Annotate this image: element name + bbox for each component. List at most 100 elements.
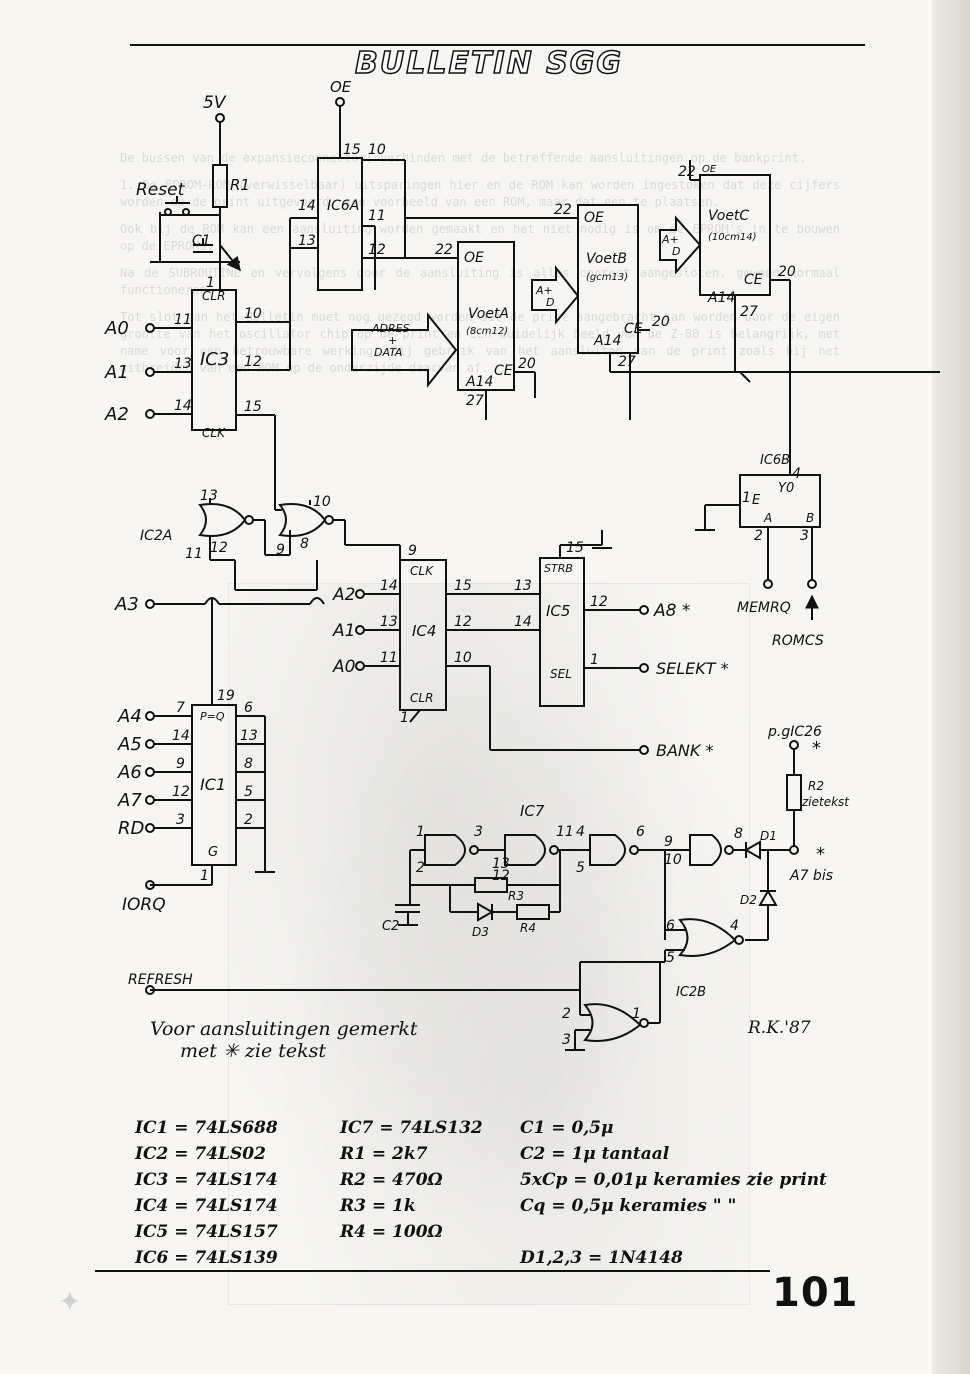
pin-label: 14 [298,198,316,214]
pg-ic26-label: p.gIC26 [767,724,822,740]
reset-contact [164,208,172,216]
ic1-pq-label: P=Q [200,710,225,723]
socket-b-size: (gcm13) [586,272,628,283]
note-line: Voor aansluitingen gemerkt [150,1018,418,1040]
socket-b [577,204,639,354]
a7-label: A7 [117,790,142,811]
ic5-label: IC5 [546,602,570,620]
ic6b-label: IC6B [760,453,790,468]
socket-c-a14: A14 [707,290,735,306]
part-entry: C2 = 1μ tantaal [520,1144,670,1164]
ic4-chip [399,559,447,711]
d2-diode [758,888,778,906]
a3-label: A3 [114,594,139,615]
d2-label: D2 [740,893,757,907]
faded-stamp: ✦ [58,1285,82,1318]
pin-label: 4 [730,918,739,934]
ic4-clk-label: CLK [410,564,434,578]
parts-list-ic: IC1 = 74LS688 IC2 = 74LS02 IC3 = 74LS174… [135,1115,278,1271]
ic6b-e-label: E [752,493,761,508]
pin-label: 11 [368,208,386,224]
a2-mid-label: A2 [332,585,355,605]
d1-label: D1 [760,829,777,843]
page-number: 101 [772,1270,859,1316]
pin-label: 1 [590,652,599,668]
ad-arrow-label: A+ [661,233,679,246]
5v-terminal [215,113,225,123]
socket-b-a14: A14 [593,333,621,349]
socket-a-ce: CE [494,363,513,379]
memrq-label: MEMRQ [737,600,791,616]
pin-label: 9 [176,756,185,772]
pin-label: 6 [666,918,675,934]
bus-label: + [388,334,397,347]
socket-a-name: VoetA [468,306,509,322]
pin-label: 3 [562,1032,571,1048]
ic2b-label: IC2B [676,985,706,1000]
pin-label: 13 [492,856,510,872]
part-entry: IC3 = 74LS174 [135,1170,278,1190]
pin-label: 14 [172,728,190,744]
pin-label: 27 [466,393,484,409]
pin-label: 12 [172,784,190,800]
pin-label: 22 [435,242,453,258]
part-entry: Cq = 0,5μ keramies " " [520,1196,737,1216]
ic7-gate [504,834,546,866]
pin-label: 27 [618,354,636,370]
a5-label: A5 [117,734,142,755]
author-signature: R.K.'87 [748,1018,811,1038]
pin-label: 14 [380,578,398,594]
c2-label: C2 [382,919,399,934]
connection-note: Voor aansluitingen gemerkt met ✳ zie tek… [150,1018,418,1062]
parts-list-capacitors: C1 = 0,5μ C2 = 1μ tantaal 5xCp = 0,01μ k… [520,1115,827,1271]
ic2a-label: IC2A [140,528,172,544]
d1-diode [743,840,761,860]
rd-label: RD [118,818,144,839]
5v-label: 5V [203,93,227,113]
pin-label: 12 [210,540,228,556]
ic2a-gate [198,503,247,537]
ic2b-gate [678,918,737,957]
footer-rule [95,1270,770,1272]
a4-label: A4 [117,706,142,727]
ic1-g-label: G [208,845,218,860]
pin-label: 13 [200,488,218,504]
ic6b-chip [739,474,821,528]
a1-top-label: A1 [104,362,129,383]
r1-resistor [212,164,228,208]
socket-b-ce: CE [624,321,643,337]
ic3-clr-label: CLR [202,289,225,303]
ic5-sel-label: SEL [550,667,572,681]
pin-label: 5 [576,860,585,876]
pin-label: 20 [518,356,536,372]
ic5-strb-label: STRB [544,562,573,575]
selekt-label: SELEKT * [656,659,729,678]
part-entry: R3 = 1k [340,1196,416,1216]
pin-label: 7 [176,700,185,716]
part-entry: 5xCp = 0,01μ keramies zie print [520,1170,827,1190]
pin-label: 12 [244,354,262,370]
pin-label: 9 [276,542,285,558]
pin-label: 15 [454,578,472,594]
part-entry: IC7 = 74LS132 [340,1118,483,1138]
iorq-label: IORQ [122,895,166,915]
socket-c-oe: OE [702,164,717,175]
pin-label: 2 [754,528,763,544]
pin-label: 12 [454,614,472,630]
pin-label: 1 [206,275,215,291]
pin-label: 13 [240,728,258,744]
r2-label: R2 [808,779,824,793]
r1-label: R1 [230,176,250,194]
pin-label: 12 [590,594,608,610]
a7bis-label: A7 bis [789,868,833,884]
oe-top-label: OE [330,78,352,96]
pin-label: 13 [380,614,398,630]
ic6a-label: IC6A [327,198,359,214]
ic1-label: IC1 [200,775,226,794]
a0-mid-label: A0 [332,657,355,677]
pin-label: 8 [300,536,309,552]
pin-label: 2 [244,812,253,828]
r2-note: zietekst [801,795,850,809]
ic4-clr-label: CLR [410,691,433,705]
